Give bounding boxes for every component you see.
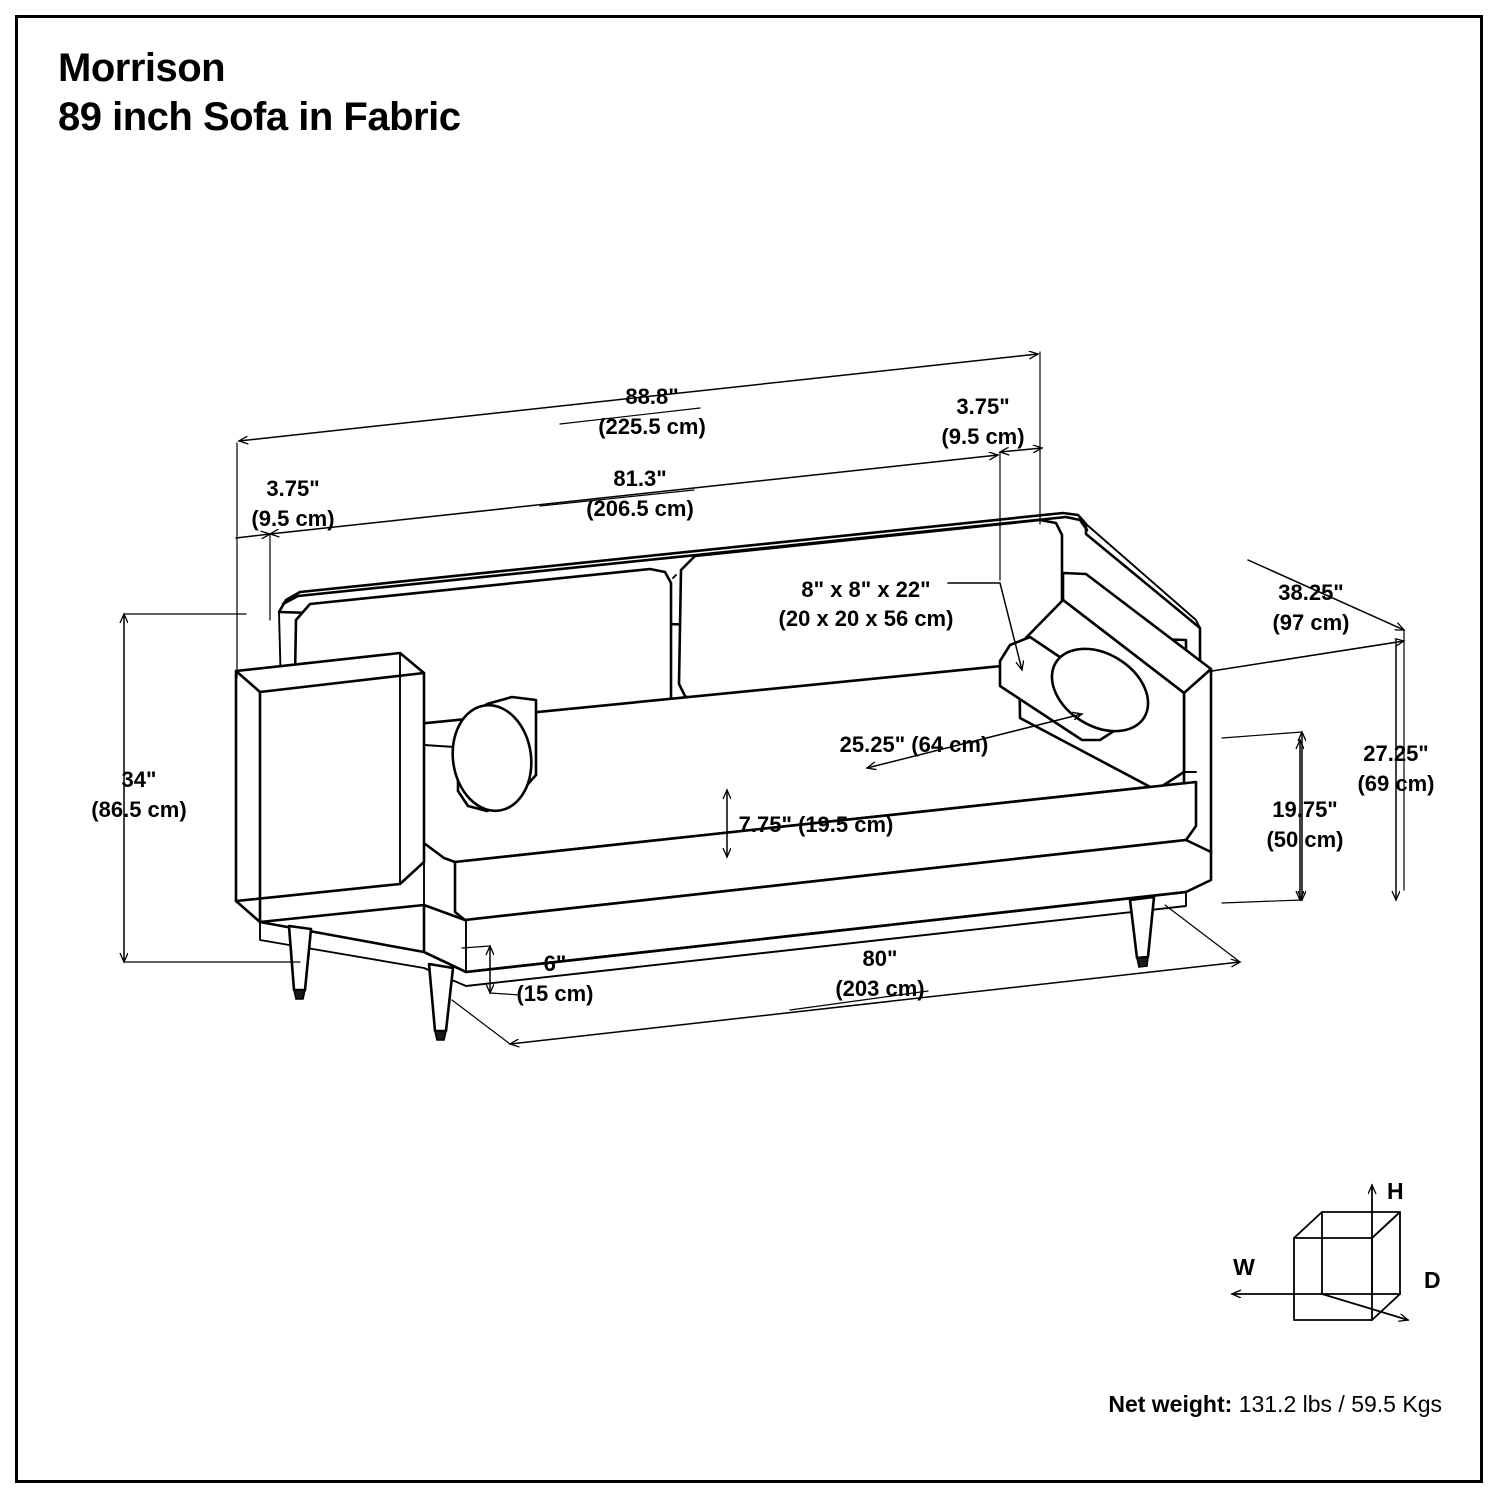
dim-inner-width-imperial: 81.3": [613, 466, 666, 491]
dim-base-width: 80" (203 cm): [451, 904, 1240, 1044]
dim-seat-height-metric: (50 cm): [1266, 827, 1343, 852]
dim-leg-height-imperial: 6": [544, 951, 567, 976]
legend-depth-letter: D: [1424, 1267, 1441, 1293]
dim-arm-width-left-metric: (9.5 cm): [251, 506, 334, 531]
dim-seat-height-imperial: 19.75": [1272, 797, 1337, 822]
dim-overall-depth: 38.25" (97 cm): [1211, 559, 1404, 891]
dim-overall-width: 88.8" (225.5 cm): [236, 352, 1041, 679]
bolster-pillow-right: [998, 635, 1150, 742]
dim-seat-depth-label: 25.25" (64 cm): [840, 732, 989, 757]
hwd-legend: H W D: [1232, 1178, 1441, 1320]
dim-arm-height: 27.25" (69 cm): [1221, 639, 1435, 904]
dim-overall-height-imperial: 34": [122, 767, 157, 792]
dim-arm-width-right-metric: (9.5 cm): [941, 424, 1024, 449]
dim-inner-width-metric: (206.5 cm): [586, 496, 694, 521]
net-weight-value: 131.2 lbs / 59.5 Kgs: [1238, 1391, 1442, 1417]
dim-arm-width-right: 3.75" (9.5 cm): [941, 394, 1042, 581]
product-name: Morrison: [58, 46, 226, 90]
sofa-leg-front-left: [427, 962, 455, 1041]
legend-height-letter: H: [1387, 1178, 1404, 1204]
dim-base-width-imperial: 80": [863, 946, 898, 971]
back-cushion-seam: [672, 574, 677, 579]
sofa-back-top-rail: [281, 515, 1089, 606]
callout-bolster-metric: (20 x 20 x 56 cm): [779, 606, 954, 631]
dim-seat-depth: 25.25" (64 cm): [840, 714, 1082, 768]
dim-leg-height-metric: (15 cm): [516, 981, 593, 1006]
callout-bolster-pillow: 8" x 8" x 22" (20 x 20 x 56 cm): [779, 577, 1022, 670]
legend-width-letter: W: [1233, 1254, 1255, 1280]
net-weight-label: Net weight:: [1108, 1391, 1233, 1417]
dim-arm-width-left: 3.75" (9.5 cm): [235, 476, 335, 538]
dim-arm-width-left-imperial: 3.75": [266, 476, 319, 501]
sofa-illustration: [234, 511, 1213, 1041]
dim-seat-height: 19.75" (50 cm): [1266, 740, 1344, 900]
title-block: Morrison 89 inch Sofa in Fabric: [58, 44, 958, 142]
dim-inner-width: 81.3" (206.5 cm): [270, 455, 998, 621]
dim-overall-depth-imperial: 38.25": [1278, 580, 1343, 605]
sofa-leg-back-left: [287, 924, 313, 1000]
dim-overall-height-metric: (86.5 cm): [91, 797, 186, 822]
sofa-left-arm: [234, 651, 426, 924]
dim-seat-cushion-thickness: 7.75" (19.5 cm): [727, 790, 893, 857]
dim-overall-width-imperial: 88.8": [625, 384, 678, 409]
dim-arm-width-right-imperial: 3.75": [956, 394, 1009, 419]
bolster-pillow-left: [451, 695, 538, 813]
dim-base-width-metric: (203 cm): [835, 976, 924, 1001]
base-bottom-edge: [258, 890, 1188, 974]
net-weight-block: Net weight: 131.2 lbs / 59.5 Kgs: [1108, 1391, 1442, 1418]
dim-seat-cushion-label: 7.75" (19.5 cm): [739, 812, 894, 837]
sofa-leg-front-right: [1128, 895, 1156, 968]
callout-bolster-imperial: 8" x 8" x 22": [801, 577, 930, 602]
dim-overall-depth-metric: (97 cm): [1272, 610, 1349, 635]
product-subtitle: 89 inch Sofa in Fabric: [58, 94, 461, 139]
dim-overall-height: 34" (86.5 cm): [91, 614, 301, 962]
